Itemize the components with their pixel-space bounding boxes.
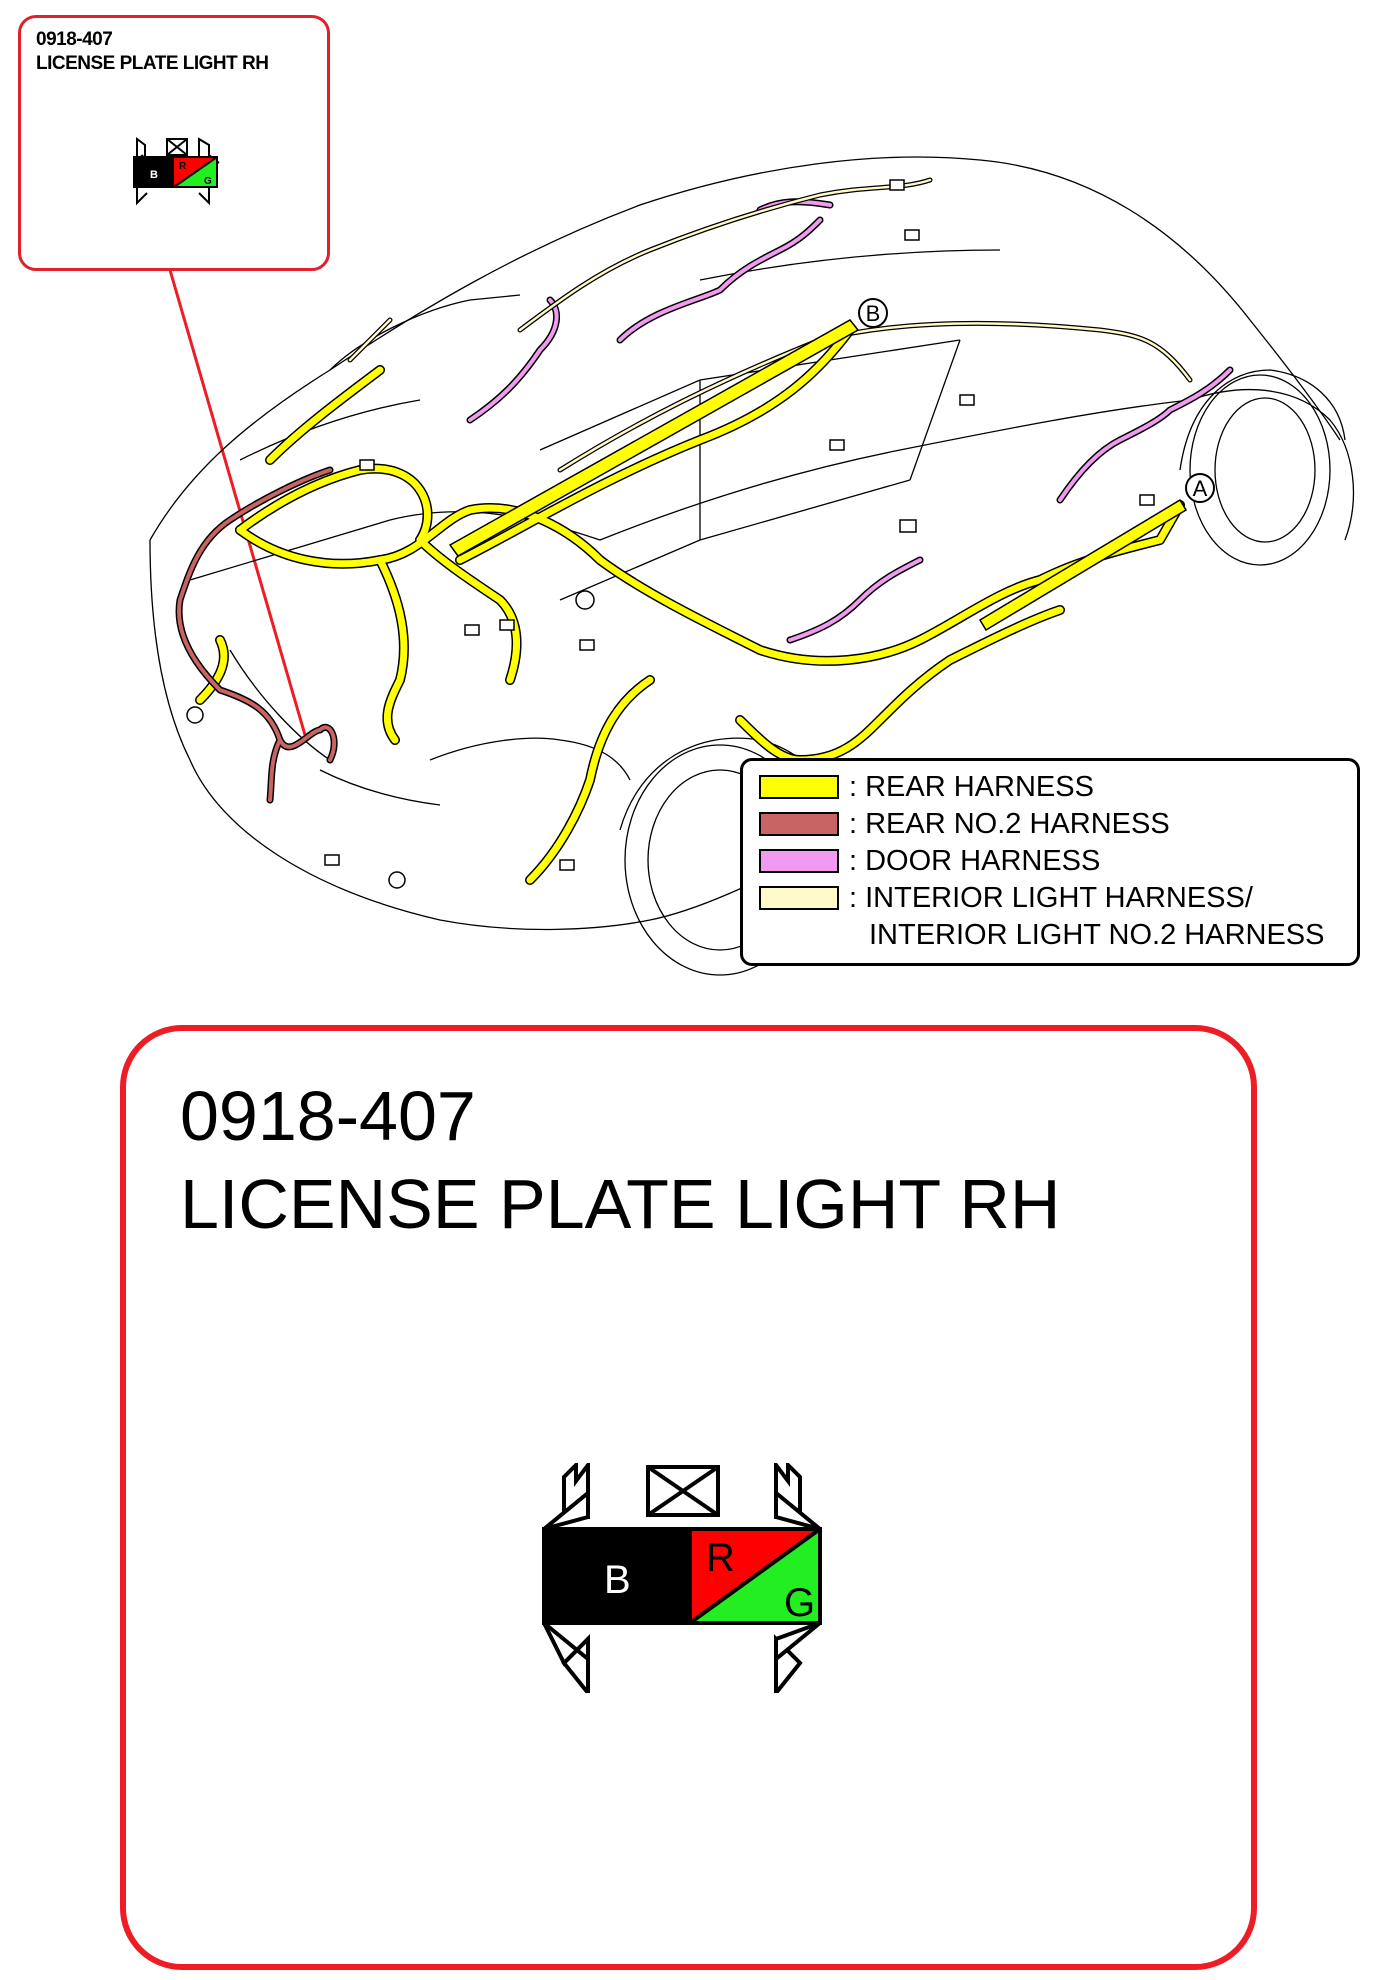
legend-row-interior-light: : INTERIOR LIGHT HARNESS/ bbox=[759, 881, 1253, 915]
legend-label-rear-no2: : REAR NO.2 HARNESS bbox=[849, 808, 1170, 840]
connector-detail-large: 0918-407 LICENSE PLATE LIGHT RH B R G bbox=[120, 1025, 1257, 1970]
connector-symbol-small: B R G bbox=[133, 137, 220, 206]
legend-swatch-interior-light bbox=[759, 886, 839, 910]
legend-label-interior-light-no2: INTERIOR LIGHT NO.2 HARNESS bbox=[869, 919, 1325, 951]
pin-g-small: G bbox=[204, 176, 212, 187]
legend-label-door: : DOOR HARNESS bbox=[849, 845, 1101, 877]
connector-code-large: 0918-407 bbox=[180, 1077, 476, 1155]
legend-row-rear-no2: : REAR NO.2 HARNESS bbox=[759, 807, 1170, 841]
harness-legend: : REAR HARNESS : REAR NO.2 HARNESS : DOO… bbox=[740, 758, 1360, 966]
leader-line bbox=[168, 269, 307, 736]
connector-name: LICENSE PLATE LIGHT RH bbox=[36, 53, 269, 74]
pin-g-large: G bbox=[784, 1581, 815, 1625]
callout-b: B bbox=[858, 298, 888, 328]
connector-code: 0918-407 bbox=[36, 29, 113, 50]
door-harness-lines bbox=[466, 198, 1234, 644]
front-wheel bbox=[1179, 369, 1346, 566]
pin-r-large: R bbox=[706, 1536, 735, 1580]
legend-label-interior-light: : INTERIOR LIGHT HARNESS/ bbox=[849, 882, 1253, 914]
rear-harness-flat-runs bbox=[448, 319, 1188, 632]
interior-light-harness-lines bbox=[347, 177, 1193, 473]
pin-b-large: B bbox=[604, 1558, 631, 1602]
connector-name-large: LICENSE PLATE LIGHT RH bbox=[180, 1165, 1061, 1243]
legend-swatch-door bbox=[759, 849, 839, 873]
connector-symbol-large: B R G bbox=[542, 1463, 822, 1693]
pin-r-small: R bbox=[179, 161, 187, 172]
legend-label-rear: : REAR HARNESS bbox=[849, 771, 1094, 803]
legend-row-door: : DOOR HARNESS bbox=[759, 844, 1100, 878]
legend-swatch-rear-no2 bbox=[759, 812, 839, 836]
pin-b-small: B bbox=[150, 169, 158, 181]
legend-row-rear: : REAR HARNESS bbox=[759, 770, 1094, 804]
legend-swatch-rear bbox=[759, 775, 839, 799]
vehicle-harness-diagram bbox=[149, 156, 1354, 976]
connector-inset-small: 0918-407 LICENSE PLATE LIGHT RH B R G bbox=[18, 15, 330, 271]
connector-markers bbox=[186, 179, 1155, 889]
callout-a: A bbox=[1185, 473, 1215, 503]
